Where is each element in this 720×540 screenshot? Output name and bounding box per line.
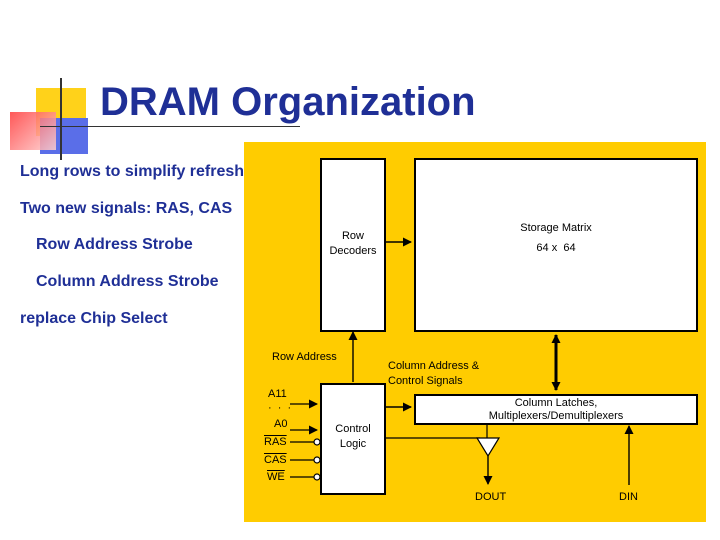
column-address-label-line1: Column Address &	[388, 360, 480, 372]
diagram-wiring	[290, 237, 634, 485]
signal-ras-label: RAS	[264, 436, 287, 448]
column-latches-label-line2: Multiplexers/Demultiplexers	[488, 410, 624, 422]
signal-a0-label: A0	[274, 418, 288, 430]
row-address-label: Row Address	[272, 351, 337, 363]
bullet-long-rows: Long rows to simplify refresh	[20, 163, 245, 180]
bullet-replace-chip-select: replace Chip Select	[20, 310, 168, 327]
signal-we-label: WE	[267, 471, 285, 483]
signal-a11-label: A11	[268, 388, 287, 400]
dout-label: DOUT	[475, 491, 507, 503]
row-decoders-label-line2: Decoders	[329, 245, 377, 257]
din-label: DIN	[619, 491, 638, 503]
matrix-size-label: 64 x 64	[536, 242, 576, 254]
decorative-vertical-line	[60, 78, 62, 160]
row-decoders-box: Row Decoders	[320, 158, 386, 332]
decorative-red-square	[10, 112, 56, 150]
output-buffer-triangle	[475, 437, 501, 458]
column-latches-label-line1: Column Latches,	[514, 397, 598, 409]
slide-title: DRAM Organization	[100, 80, 476, 124]
row-decoders-label-line1: Row	[341, 230, 364, 242]
control-logic-box: Control Logic	[320, 383, 386, 495]
decorative-horizontal-line	[40, 126, 300, 127]
bullet-new-signals: Two new signals: RAS, CAS	[20, 200, 233, 217]
column-address-label-line2: Control Signals	[388, 375, 463, 387]
dram-diagram: Row Decoders Storage Matrix 64 x 64 Cont…	[244, 142, 706, 522]
column-latches-box: Column Latches, Multiplexers/Demultiplex…	[414, 394, 698, 425]
bullet-row-address-strobe: Row Address Strobe	[36, 236, 193, 253]
storage-matrix-label: Storage Matrix	[520, 222, 592, 234]
control-logic-label-line1: Control	[335, 423, 371, 435]
signal-cas-label: CAS	[264, 454, 287, 466]
control-logic-label-line2: Logic	[339, 438, 367, 450]
storage-matrix-box: Storage Matrix 64 x 64	[414, 158, 698, 332]
bullet-column-address-strobe: Column Address Strobe	[36, 273, 219, 290]
signal-dots-label: · · ·	[268, 402, 292, 414]
